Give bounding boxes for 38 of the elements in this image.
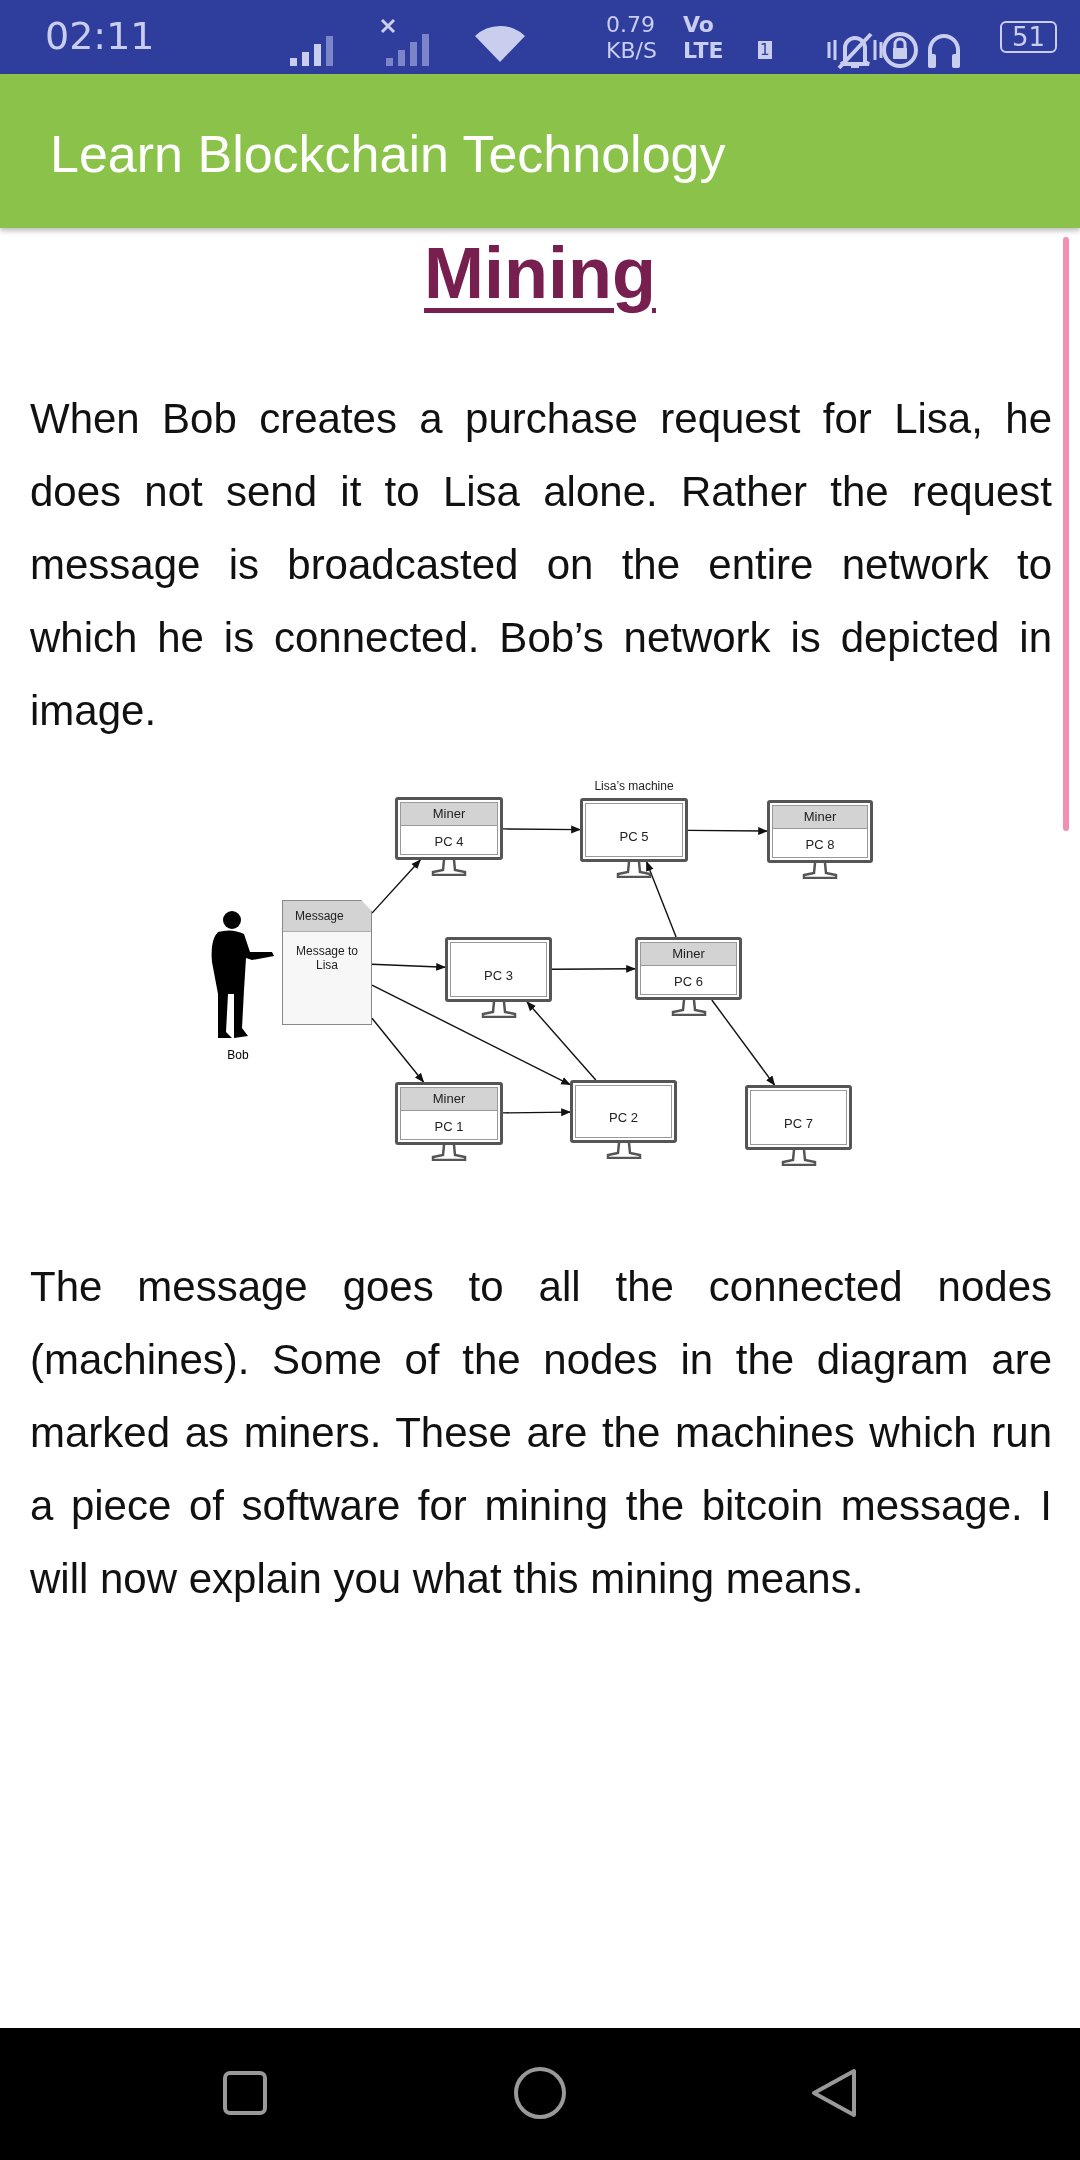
computer-label: PC 4 (434, 834, 464, 849)
arrow (551, 964, 636, 973)
arrow (371, 859, 421, 914)
computer-label: PC 7 (784, 1116, 813, 1131)
miner-label: Miner (401, 803, 497, 826)
arrow (371, 1017, 425, 1083)
arrow (711, 999, 776, 1086)
network-speed-unit: KB/S (606, 38, 657, 63)
computer-label: PC 6 (674, 974, 703, 989)
computer-label: PC 5 (619, 828, 649, 844)
computer-label: PC 2 (609, 1110, 638, 1125)
document-header: Message (283, 901, 371, 932)
volte-label: Vo (683, 12, 714, 37)
body-paragraph: The message goes to all the connected nodes (machines). Some of the nodes in the diagram are marked as miners. These are the machines which run a piece of software for mining the bitcoin message. I will now explain you what this mining means. (30, 1262, 1052, 1604)
miner-label: Miner (641, 943, 736, 966)
arrow (371, 963, 446, 971)
computer-label: PC 8 (805, 837, 835, 852)
arrow (526, 1001, 597, 1081)
network-speed: 0.79 (606, 12, 655, 37)
body-paragraph: When Bob creates a purchase request for Lisa, he does not send it to Lisa alone. Rather the request message is broadcasted on the entire network to which he is connected. Bob’s network is depicted in image. (30, 394, 1052, 736)
page-heading: Mining (424, 233, 656, 313)
arrow (502, 825, 581, 834)
arrow (502, 1108, 571, 1117)
arrow (645, 861, 677, 938)
clock: 02:11 (45, 14, 155, 58)
sim-number: 1 (758, 41, 772, 59)
miner-label: Miner (401, 1088, 497, 1111)
miner-label: Miner (773, 806, 867, 829)
lte-label: LTE (683, 38, 724, 63)
message-text: Message to Lisa (294, 943, 359, 974)
battery-level: 51 (1000, 21, 1058, 53)
computer-label: PC 3 (484, 968, 513, 983)
person-label: Bob (227, 1048, 249, 1062)
machine-caption: Lisa’s machine (594, 778, 674, 795)
computer-label: PC 1 (434, 1119, 464, 1134)
arrow (687, 827, 768, 835)
app-title: Learn Blockchain Technology (50, 124, 726, 184)
arrow (371, 984, 571, 1086)
